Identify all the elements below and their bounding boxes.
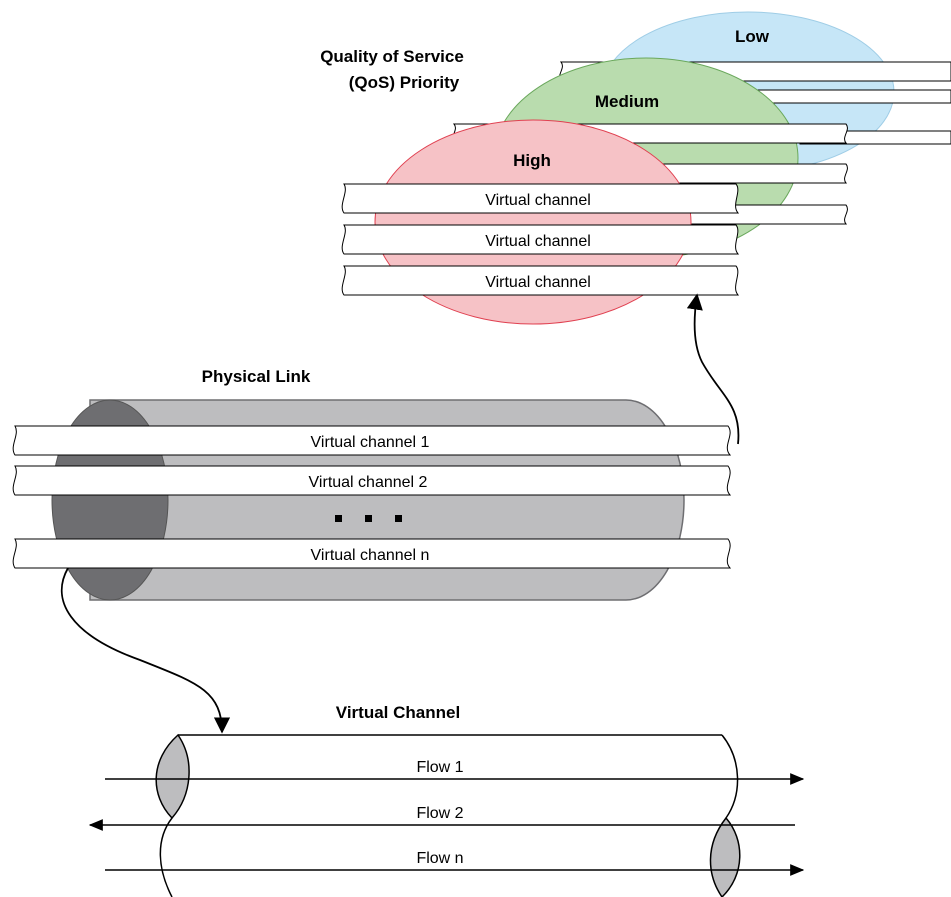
flow-2-label: Flow 2 — [416, 805, 463, 822]
qos-title-line1: Quality of Service — [320, 47, 464, 66]
zoom-out-arrow — [60, 567, 231, 734]
physical-channel-pipe — [12, 465, 732, 496]
high-channel-label: Virtual channel — [485, 192, 591, 209]
ellipsis-dot — [365, 515, 372, 522]
ellipsis-dot — [335, 515, 342, 522]
flow-1-label: Flow 1 — [416, 759, 463, 776]
virtual-channel-right-edge — [721, 734, 739, 819]
virtual-channel-left-lens — [155, 733, 190, 820]
qos-title-line2: (QoS) Priority — [349, 73, 460, 92]
physical-channel-pipe — [12, 425, 732, 456]
ellipsis-dot — [395, 515, 402, 522]
physical-link-group: Physical Link Virtual channel 1 Virtual … — [12, 367, 732, 601]
physical-channel-1-label: Virtual channel 1 — [311, 434, 430, 451]
virtual-channel-detail: Virtual Channel Flow 1 Flow 2 Flow n — [88, 703, 805, 897]
low-priority-label: Low — [735, 27, 770, 46]
physical-channel-pipe — [12, 538, 732, 569]
high-priority-label: High — [513, 151, 551, 170]
virtual-channel-title: Virtual Channel — [336, 703, 460, 722]
high-priority-channels — [341, 183, 740, 296]
high-channel-label: Virtual channel — [485, 274, 591, 291]
physical-channel-2-label: Virtual channel 2 — [309, 474, 428, 491]
high-channel-pipe — [341, 265, 740, 296]
virtual-channel-right-lens — [709, 816, 741, 897]
high-channel-pipe — [341, 224, 740, 255]
high-channel-label: Virtual channel — [485, 233, 591, 250]
medium-priority-label: Medium — [595, 92, 659, 111]
flow-n-label: Flow n — [416, 850, 463, 867]
zoom-in-arrow — [686, 293, 740, 445]
physical-link-title: Physical Link — [202, 367, 311, 386]
qos-priority-group: Quality of Service (QoS) Priority Low Me… — [320, 11, 951, 325]
high-channel-pipe — [341, 183, 740, 214]
virtual-channel-left-edge — [159, 817, 173, 897]
physical-channel-n-label: Virtual channel n — [311, 547, 430, 564]
